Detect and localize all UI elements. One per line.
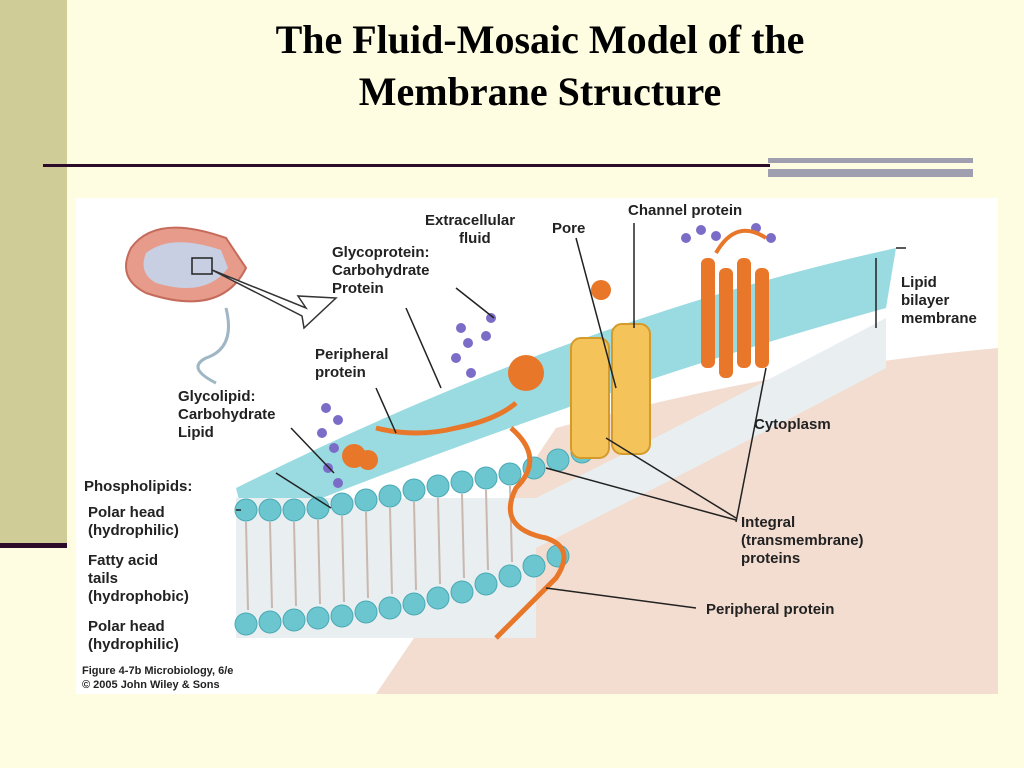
label-glycolipid: Glycolipid: Carbohydrate Lipid [178, 388, 276, 441]
label-integral-proteins: Integral (transmembrane) proteins [741, 514, 864, 567]
label-pore: Pore [552, 220, 586, 237]
figure-caption: Figure 4-7b Microbiology, 6/e © 2005 Joh… [82, 665, 234, 691]
bottom-head-row [234, 544, 570, 636]
membrane-figure: Extracellular fluid Pore Channel protein… [76, 198, 998, 694]
label-phospholipids: Phospholipids: [84, 478, 193, 495]
label-peripheral-protein-top: Peripheral protein [315, 346, 389, 381]
title-line-1: The Fluid-Mosaic Model of the [275, 17, 805, 62]
label-channel-protein: Channel protein [628, 202, 743, 219]
label-cytoplasm: Cytoplasm [754, 416, 831, 433]
zoom-arrow [211, 269, 338, 330]
slide-title: The Fluid-Mosaic Model of the Membrane S… [140, 14, 940, 118]
bacterium-inset [125, 226, 248, 385]
alpha-helix-protein [701, 258, 769, 378]
left-accent-bar [0, 0, 67, 546]
title-rule [43, 164, 770, 167]
left-accent-line [0, 543, 67, 548]
label-extracellular: Extracellular fluid [425, 212, 516, 247]
leader-lines [236, 223, 906, 609]
label-fatty-acid-tails: Fatty acid tails (hydrophobic) [88, 552, 189, 605]
label-polar-head-bottom: Polar head (hydrophilic) [88, 618, 179, 653]
label-glycoprotein: Glycoprotein: Carbohydrate Protein [332, 244, 430, 297]
label-lipid-bilayer: Lipid bilayer membrane [901, 274, 977, 327]
title-rule-accent-top [768, 158, 973, 163]
label-polar-head-top: Polar head (hydrophilic) [88, 504, 179, 539]
top-head-row [234, 440, 594, 522]
title-line-2: Membrane Structure [358, 69, 722, 114]
membrane-right-slab [536, 318, 886, 548]
membrane-illustration [125, 223, 998, 694]
peripheral-protein-strand [375, 401, 518, 436]
label-peripheral-protein-bottom: Peripheral protein [706, 601, 835, 618]
title-rule-accent-bottom [768, 169, 973, 177]
